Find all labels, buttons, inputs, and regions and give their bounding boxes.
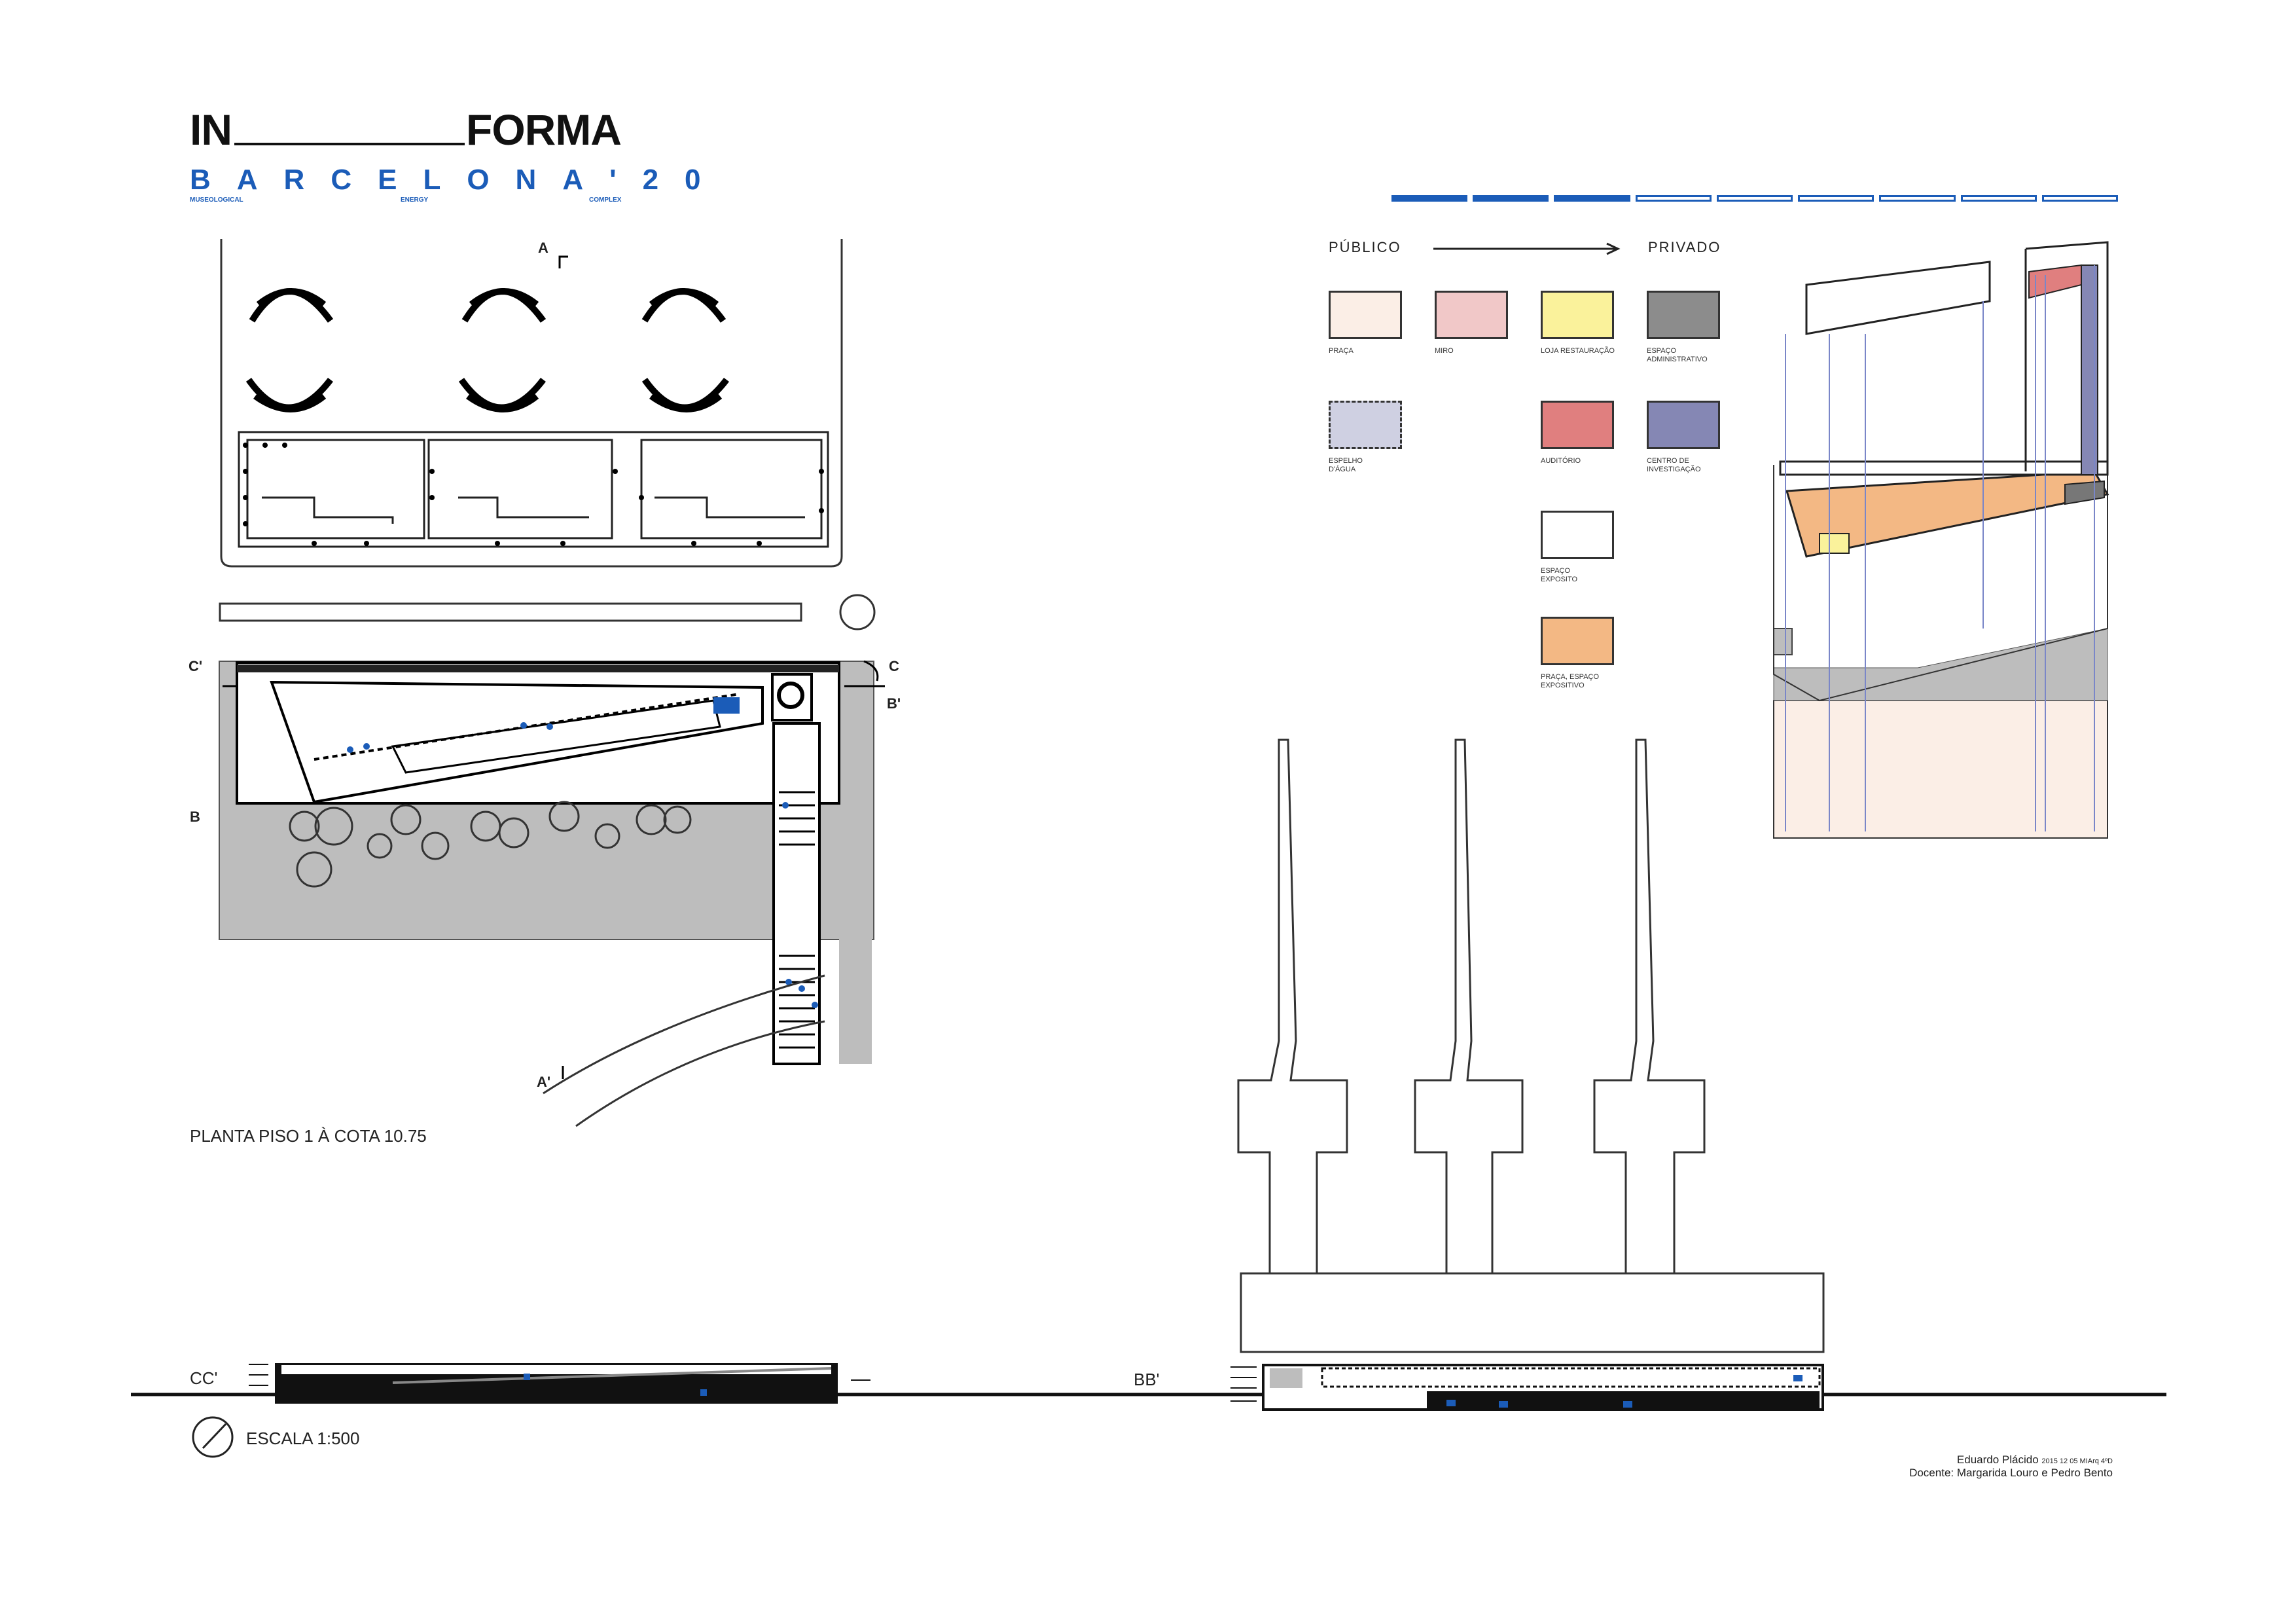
section-mark-c: C — [889, 658, 899, 674]
brand-sub-museological: MUSEOLOGICAL — [190, 196, 243, 204]
legend-swatch-praca — [1329, 291, 1402, 339]
legend-swatch-espelho — [1329, 401, 1402, 449]
legend-private: PRIVADO — [1648, 239, 1721, 255]
section-cc-arrows — [249, 1364, 870, 1386]
credit-block: Eduardo Plácido 2015 12 05 MIArq 4ºD Doc… — [1655, 1453, 2113, 1480]
legend-swatch-miro — [1435, 291, 1508, 339]
progress-segment — [1716, 195, 1793, 202]
section-bb-grid-band — [1321, 1367, 1821, 1388]
credit-author-line: Eduardo Plácido 2015 12 05 MIArq 4ºD — [1655, 1453, 2113, 1467]
legend-label-miro: MIRO — [1435, 347, 1454, 355]
axonometric-view — [1773, 241, 2109, 839]
legend-label-investigacao: CENTRO DE INVESTIGAÇÃO — [1647, 457, 1701, 473]
title-in: IN — [190, 105, 232, 154]
progress-segment — [2041, 195, 2118, 202]
chimney-elevation — [1237, 739, 1825, 1353]
legend-swatch-praca-expositivo — [1541, 617, 1614, 665]
axo-wedge-orange — [1785, 470, 2109, 558]
legend-label-administrativo: ESPAÇO ADMINISTRATIVO — [1647, 347, 1708, 363]
progress-segment — [1554, 195, 1630, 202]
progress-segment — [1960, 195, 2037, 202]
wedge-gallery — [270, 680, 764, 804]
credit-author: Eduardo Plácido — [1956, 1453, 2039, 1466]
progress-segment — [1473, 195, 1549, 202]
legend-label-exposito: ESPAÇO EXPOSITO — [1541, 567, 1578, 583]
ramp-side-grey — [839, 900, 872, 1064]
credit-meta: 2015 12 05 MIArq 4ºD — [2041, 1457, 2113, 1465]
axo-volume — [1773, 465, 2108, 702]
wedge-inner — [391, 699, 721, 774]
section-mark-b-prime: B' — [887, 695, 901, 712]
pipe-element — [219, 602, 802, 622]
access-path — [543, 974, 825, 1127]
legend-public: PÚBLICO — [1329, 239, 1401, 255]
axo-projection-lines — [1785, 265, 2095, 831]
scale-label: ESCALA 1:500 — [246, 1429, 360, 1448]
power-plant-block — [1240, 1272, 1825, 1353]
sheet-progress-bar — [1391, 195, 2118, 203]
title-forma: FORMA — [466, 105, 622, 154]
section-cc-label: CC' — [190, 1368, 218, 1388]
title-rule — [234, 143, 465, 145]
legend-label-loja: LOJA RESTAURAÇÃO — [1541, 347, 1615, 355]
axo-upper-box — [1805, 261, 1991, 335]
legend-label-praca-expositivo: PRAÇA, ESPAÇO EXPOSITIVO — [1541, 673, 1600, 689]
arch-openings — [245, 288, 729, 412]
section-bb-grey — [1270, 1368, 1302, 1388]
legend-label-auditorio: AUDITÓRIO — [1541, 457, 1581, 465]
section-bb-label: BB' — [1134, 1370, 1160, 1389]
legend-label-praca: PRAÇA — [1329, 347, 1354, 355]
progress-segment — [1635, 195, 1712, 202]
plan-label: PLANTA PISO 1 À COTA 10.75 — [190, 1126, 427, 1146]
brand-sub-energy: ENERGY — [401, 196, 429, 204]
section-mark-a: A — [538, 240, 548, 256]
legend-swatch-administrativo — [1647, 291, 1720, 339]
blue-markers — [347, 697, 818, 1008]
public-private-arrow — [1433, 242, 1621, 255]
axo-auditorium-red — [2028, 264, 2082, 299]
legend-swatch-investigacao — [1647, 401, 1720, 449]
progress-segment — [1879, 195, 1956, 202]
section-line-a — [558, 255, 568, 1079]
legend-swatch-exposito — [1541, 511, 1614, 559]
wedge-dashed — [314, 693, 740, 761]
legend-label-espelho: ESPELHO D'ÁGUA — [1329, 457, 1363, 473]
tree-symbols — [289, 801, 692, 888]
plan-site-outline — [220, 239, 843, 568]
brand-name: BARCELONA'20 — [190, 164, 727, 196]
legend-swatch-auditorio — [1541, 401, 1614, 449]
spiral-stair — [777, 682, 804, 709]
ramp-tower — [772, 722, 821, 1065]
credit-docente: Docente: Margarida Louro e Pedro Bento — [1909, 1467, 2113, 1479]
section-bb-arrows — [1230, 1366, 1257, 1402]
progress-segment — [1798, 195, 1874, 202]
north-arrow-needle — [202, 1423, 227, 1450]
legend-swatch-loja — [1541, 291, 1614, 339]
ramp-steps — [779, 791, 815, 1049]
section-line-c — [223, 660, 885, 687]
section-cc-ramp — [392, 1367, 832, 1384]
section-bb-blue — [1446, 1375, 1803, 1408]
pipe-end-circle — [839, 594, 876, 630]
ground-building-grid — [238, 431, 829, 548]
progress-segment — [1391, 195, 1468, 202]
section-mark-b: B — [190, 809, 200, 825]
axo-tower-frame — [2024, 241, 2109, 471]
axo-yellow-room — [1819, 533, 1850, 554]
section-cc-blue — [524, 1374, 707, 1396]
section-mark-c-prime: C' — [188, 658, 203, 674]
section-mark-a-prime: A' — [537, 1074, 551, 1090]
north-arrow-circle — [192, 1416, 234, 1458]
column-dots — [243, 443, 824, 546]
top-band — [237, 665, 839, 672]
brand-sub-complex: COMPLEX — [589, 196, 622, 204]
section-cc-top-strip — [281, 1365, 831, 1374]
